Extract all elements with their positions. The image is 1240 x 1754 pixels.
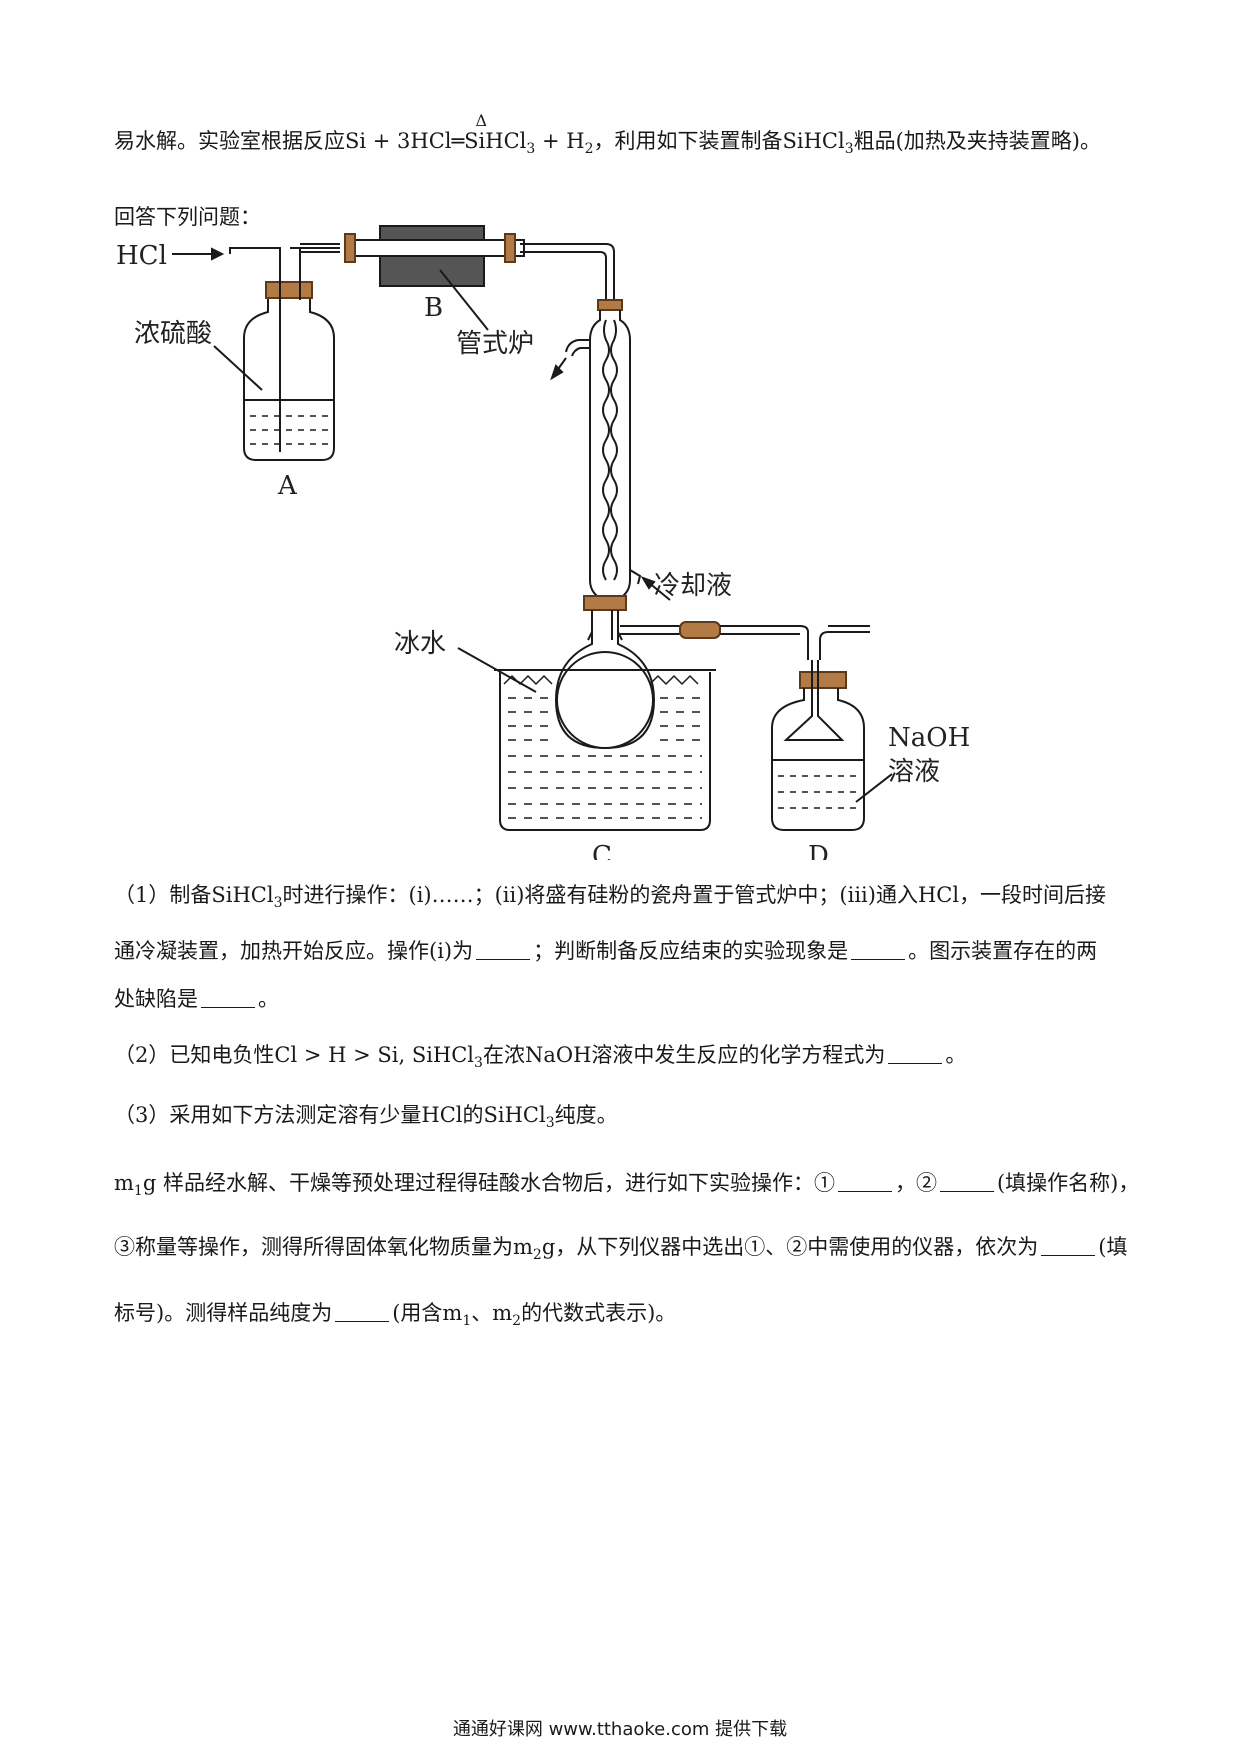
q2-text-b: 在浓 (482, 1043, 525, 1067)
m2-symbol: m (513, 1235, 533, 1259)
naoh-label: NaOH (888, 723, 970, 753)
q3-body-line2: ③称量等操作，测得所得固体氧化物质量为m2g，从下列仪器中选出①、②中需使用的仪… (114, 1232, 1128, 1270)
q1-line3-a: 处缺陷是 (114, 987, 198, 1011)
q1-formula: SiHCl (211, 883, 274, 907)
page-footer: 通通好课网 www.tthaoke.com 提供下载 (452, 1719, 788, 1740)
q1-line2: 通冷凝装置，加热开始反应。操作(i)为 ；判断制备反应结束的实验现象是 。图示装置存… (114, 936, 1097, 966)
q1-subscript: 3 (273, 895, 283, 911)
m2-subscript: 2 (532, 1247, 542, 1263)
m2-subscript: 2 (512, 1313, 522, 1329)
wash-bottle-a (229, 247, 340, 461)
plus-h: + H (535, 129, 585, 153)
q3-body-l2c: (填 (1098, 1235, 1128, 1259)
equals-sign: ═ (451, 129, 465, 153)
tube-furnace-b (344, 225, 525, 331)
q3-body-line3: 标号)。测得样品纯度为(用含m1、m2的代数式表示)。 (114, 1298, 676, 1336)
ice-label: 冰水 (394, 629, 446, 659)
q3-subscript: 3 (545, 1115, 555, 1131)
solution-label: 溶液 (888, 757, 940, 787)
q3-body-l3b: (用含 (392, 1301, 443, 1325)
q3-body-text-b: ，② (894, 1171, 937, 1195)
answer-blank[interactable] (335, 1303, 390, 1322)
q2-text-c: 溶液中发生反应的化学方程式为 (591, 1043, 886, 1067)
answer-blank[interactable] (888, 1045, 943, 1064)
intro-text-c: 粗品(加热及夹持装置略)。 (853, 129, 1101, 153)
q3-text: （3）采用如下方法测定溶有少量 (114, 1103, 422, 1127)
product-formula: SiHCl (464, 129, 527, 153)
q3-text-c: 纯度。 (554, 1103, 618, 1127)
label-d: D (808, 841, 829, 860)
q2-text: （2）已知电负性 (114, 1043, 275, 1067)
intro-text: 易水解。实验室根据反应 (114, 129, 345, 153)
prompt-line: 回答下列问题： (114, 205, 261, 229)
h2-subscript: 2 (584, 141, 594, 157)
intro-text-b: ，利用如下装置制备 (593, 129, 783, 153)
acid-pointer (213, 345, 263, 391)
answer-blank[interactable] (939, 1173, 994, 1192)
q3-body-text: g 样品经水解、干燥等预处理过程得硅酸水合物后，进行如下实验操作：① (142, 1171, 835, 1195)
q1-line1: （1）制备SiHCl3时进行操作：(i)……；(ii)将盛有硅粉的瓷舟置于管式炉… (114, 880, 1106, 918)
q1-text: （1）制备 (114, 883, 212, 907)
naoh-bottle-d (771, 660, 893, 831)
m1-subscript: 1 (133, 1183, 143, 1199)
q3-line: （3）采用如下方法测定溶有少量HCl的SiHCl3纯度。 (114, 1100, 618, 1138)
label-a: A (277, 471, 298, 501)
answer-blank[interactable] (837, 1173, 892, 1192)
furnace-label: 管式炉 (456, 329, 534, 359)
target-formula: SiHCl (782, 129, 845, 153)
label-b: B (424, 293, 443, 323)
label-c: C (592, 841, 612, 860)
coolant-label: 冷却液 (654, 571, 732, 601)
q3-body-line1: m1g 样品经水解、干燥等预处理过程得硅酸水合物后，进行如下实验操作：① ，② (填… (114, 1168, 1139, 1206)
q3-text-b: 的 (462, 1103, 484, 1127)
acid-label: 浓硫酸 (134, 319, 212, 349)
q3-body-l3a: 标号)。测得样品纯度为 (114, 1301, 333, 1325)
target-subscript: 3 (844, 141, 854, 157)
hcl-label: HCl (116, 241, 167, 271)
reaction-lhs: Si + 3HCl (345, 129, 452, 153)
m1-subscript: 1 (462, 1313, 472, 1329)
q1-hcl: HCl (917, 883, 960, 907)
answer-blank[interactable] (476, 941, 531, 960)
naoh-pointer (855, 773, 893, 803)
q2-electronegativity: Cl > H > Si, SiHCl (274, 1043, 475, 1067)
q1-line3: 处缺陷是 。 (114, 984, 279, 1014)
q3-hcl: HCl (421, 1103, 463, 1127)
q3-body-l3c: 的代数式表示)。 (521, 1301, 677, 1325)
m1-symbol: m (114, 1171, 134, 1195)
q3-body-l2a: ③称量等操作，测得所得固体氧化物质量为 (114, 1235, 513, 1259)
separator: 、 (471, 1301, 493, 1325)
reaction-arrow: Δ═ (451, 111, 488, 156)
ice-pointer (457, 647, 537, 693)
product-subscript: 3 (526, 141, 536, 157)
q1-line2-b: ；判断制备反应结束的实验现象是 (533, 939, 849, 963)
apparatus-diagram: HCl 浓硫酸 A B 管式炉 冷却液 冰水 C NaOH 溶液 D (116, 225, 970, 860)
q2-line: （2）已知电负性Cl > H > Si, SiHCl3在浓NaOH溶液中发生反应… (114, 1040, 966, 1078)
m1-symbol: m (442, 1301, 463, 1325)
q1-line3-b: 。 (258, 987, 279, 1011)
hcl-arrowhead (211, 247, 225, 261)
q2-text-d: 。 (945, 1043, 967, 1067)
ice-bath-c (457, 595, 870, 831)
answer-blank[interactable] (1041, 1237, 1096, 1256)
q1-line2-a: 通冷凝装置，加热开始反应。操作(i)为 (114, 939, 474, 963)
answer-blank[interactable] (201, 989, 255, 1008)
q3-body-text-c: (填操作名称)， (996, 1171, 1140, 1195)
q3-formula: SiHCl (483, 1103, 546, 1127)
q2-naoh: NaOH (524, 1043, 592, 1067)
q1-text-b: 时进行操作：(i)……；(ii)将盛有硅粉的瓷舟置于管式炉中；(iii)通入 (282, 883, 918, 907)
furnace-pointer (439, 269, 489, 331)
q3-body-l2b: g，从下列仪器中选出①、②中需使用的仪器，依次为 (541, 1235, 1039, 1259)
q1-text-c: ，一段时间后接 (959, 883, 1107, 907)
m2-symbol: m (492, 1301, 513, 1325)
q2-subscript: 3 (474, 1055, 483, 1071)
heat-symbol: Δ (475, 111, 488, 130)
q1-line2-c: 。图示装置存在的两 (908, 939, 1098, 963)
condenser (550, 299, 671, 601)
answer-blank[interactable] (851, 941, 906, 960)
